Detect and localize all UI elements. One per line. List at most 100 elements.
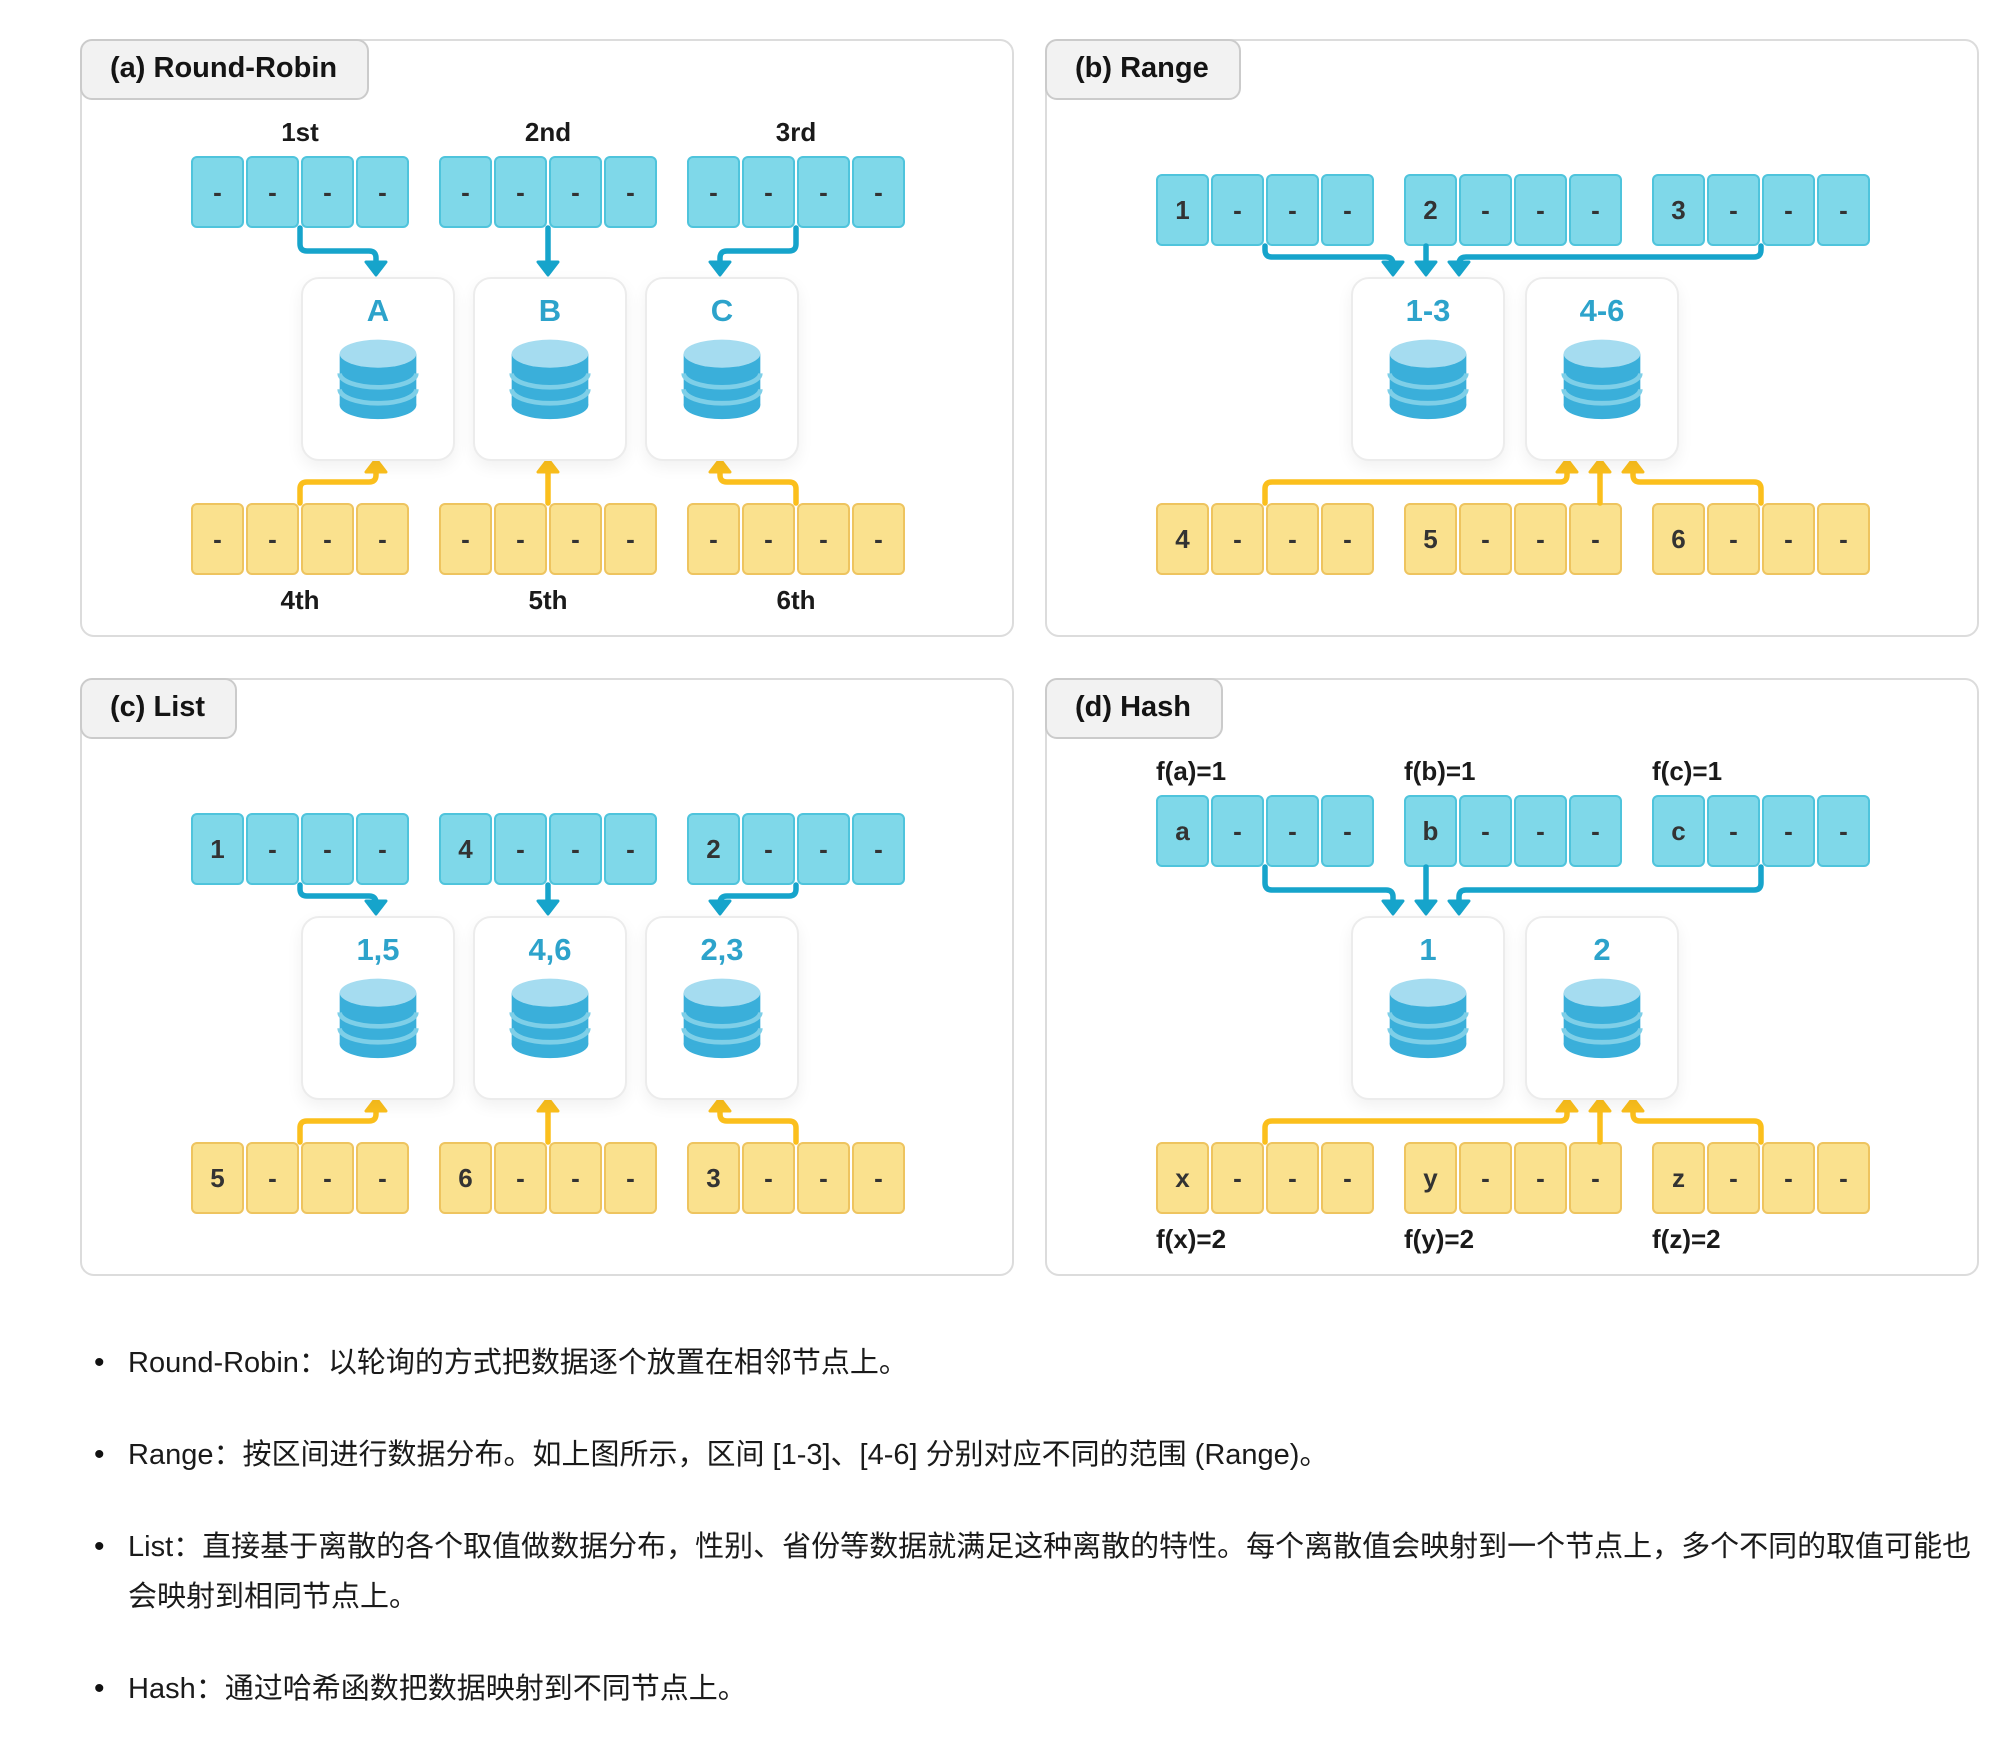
data-row-top: 1--- <box>1156 174 1374 246</box>
data-cell: c <box>1652 795 1705 867</box>
data-cell: - <box>301 156 354 228</box>
panel-title-tab: (c) List <box>80 678 238 739</box>
panel-title: (d) Hash <box>1075 691 1191 723</box>
database-icon <box>681 978 763 1059</box>
data-cell: - <box>1569 1142 1622 1214</box>
node-label: 4,6 <box>528 932 572 967</box>
data-cell: - <box>356 503 409 575</box>
panel-title-tab: (d) Hash <box>1045 678 1223 739</box>
node-card: B <box>473 277 627 461</box>
node-label: 2,3 <box>700 932 744 967</box>
data-row-top: ---- <box>687 156 905 228</box>
data-cell: - <box>1459 1142 1512 1214</box>
data-cell: - <box>1266 503 1319 575</box>
data-row-top: c--- <box>1652 795 1870 867</box>
node-card: 4,6 <box>473 916 627 1100</box>
database-icon <box>509 978 591 1059</box>
data-row-bottom: 5--- <box>191 1142 409 1214</box>
data-cell: - <box>246 1142 299 1214</box>
data-cell: - <box>1266 174 1319 246</box>
data-cell: 5 <box>1404 503 1457 575</box>
top-label: f(c)=1 <box>1652 756 1723 786</box>
data-cell: - <box>494 156 547 228</box>
legend-text: Round-Robin：以轮询的方式把数据逐个放置在相邻节点上。 <box>128 1347 908 1379</box>
data-row-top: 2--- <box>1404 174 1622 246</box>
data-cell: z <box>1652 1142 1705 1214</box>
data-cell: - <box>1211 503 1264 575</box>
data-cell: - <box>797 813 850 885</box>
data-cell: - <box>797 1142 850 1214</box>
data-row-bottom: z--- <box>1652 1142 1870 1214</box>
data-cell: - <box>797 156 850 228</box>
data-cell: - <box>1321 503 1374 575</box>
data-cell: - <box>246 503 299 575</box>
legend-list: Round-Robin：以轮询的方式把数据逐个放置在相邻节点上。 Range：按… <box>92 1338 1972 1746</box>
node-card: 4-6 <box>1525 277 1679 461</box>
data-cell: - <box>439 503 492 575</box>
data-cell: - <box>494 503 547 575</box>
top-label: f(b)=1 <box>1404 756 1476 786</box>
data-cell: - <box>1762 795 1815 867</box>
legend-item-range: Range：按区间进行数据分布。如上图所示，区间 [1-3]、[4-6] 分别对… <box>92 1430 1972 1480</box>
data-cell: 3 <box>687 1142 740 1214</box>
data-row-bottom: ---- <box>191 503 409 575</box>
data-row-bottom: ---- <box>439 503 657 575</box>
data-row-bottom: 3--- <box>687 1142 905 1214</box>
data-cell: - <box>246 156 299 228</box>
node-card: 2 <box>1525 916 1679 1100</box>
data-cell: a <box>1156 795 1209 867</box>
data-cell: - <box>1321 174 1374 246</box>
data-cell: - <box>549 813 602 885</box>
panel-title: (c) List <box>110 691 206 723</box>
data-row-top: 2--- <box>687 813 905 885</box>
data-row-bottom: 6--- <box>439 1142 657 1214</box>
data-cell: - <box>301 1142 354 1214</box>
data-cell: - <box>742 1142 795 1214</box>
data-cell: - <box>356 813 409 885</box>
top-label: 1st <box>281 117 319 147</box>
data-cell: - <box>1817 1142 1870 1214</box>
bottom-label: f(z)=2 <box>1652 1224 1721 1254</box>
database-icon <box>509 339 591 420</box>
data-cell: - <box>1514 795 1567 867</box>
database-icon <box>337 339 419 420</box>
data-cell: - <box>742 813 795 885</box>
data-cell: - <box>1762 1142 1815 1214</box>
data-row-top: 3--- <box>1652 174 1870 246</box>
data-cell: - <box>356 1142 409 1214</box>
node-card: C <box>645 277 799 461</box>
data-cell: - <box>439 156 492 228</box>
bottom-label: 6th <box>776 585 816 615</box>
data-cell: - <box>1707 795 1760 867</box>
data-cell: - <box>742 156 795 228</box>
data-cell: - <box>1707 503 1760 575</box>
data-cell: - <box>1514 174 1567 246</box>
legend-item-list: List：直接基于离散的各个取值做数据分布，性别、省份等数据就满足这种离散的特性… <box>92 1522 1972 1622</box>
data-cell: - <box>1569 503 1622 575</box>
data-cell: - <box>687 503 740 575</box>
top-label: f(a)=1 <box>1156 756 1227 786</box>
panel-title-tab: (b) Range <box>1045 39 1241 100</box>
top-label: 3rd <box>775 117 817 147</box>
legend-item-round-robin: Round-Robin：以轮询的方式把数据逐个放置在相邻节点上。 <box>92 1338 1972 1388</box>
data-cell: - <box>1266 1142 1319 1214</box>
legend-text: List：直接基于离散的各个取值做数据分布，性别、省份等数据就满足这种离散的特性… <box>128 1531 1972 1613</box>
data-row-top: 4--- <box>439 813 657 885</box>
database-icon <box>1387 339 1469 420</box>
data-cell: - <box>852 1142 905 1214</box>
data-row-top: a--- <box>1156 795 1374 867</box>
data-cell: - <box>549 156 602 228</box>
data-cell: - <box>604 813 657 885</box>
data-cell: y <box>1404 1142 1457 1214</box>
database-icon <box>1561 978 1643 1059</box>
node-label: 1,5 <box>356 932 400 967</box>
database-icon <box>1387 978 1469 1059</box>
database-icon <box>681 339 763 420</box>
data-cell: - <box>797 503 850 575</box>
data-cell: 2 <box>687 813 740 885</box>
data-cell: 4 <box>1156 503 1209 575</box>
data-cell: - <box>1459 174 1512 246</box>
database-icon <box>1561 339 1643 420</box>
